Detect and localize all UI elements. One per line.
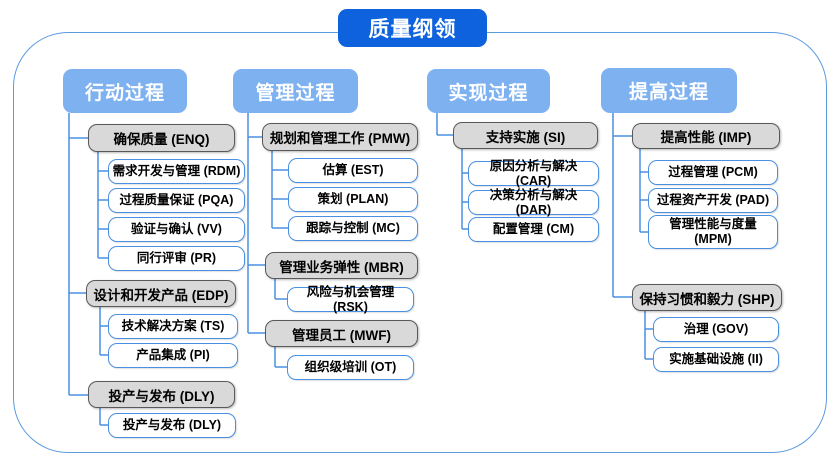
branch-management-process: 管理过程	[233, 69, 358, 113]
group-mbr: 管理业务弹性 (MBR)	[265, 252, 418, 279]
leaf-dly: 投产与发布 (DLY)	[108, 413, 236, 438]
leaf-pr: 同行评审 (PR)	[108, 246, 245, 271]
leaf-vv: 验证与确认 (VV)	[108, 217, 245, 242]
leaf-rdm: 需求开发与管理 (RDM)	[108, 159, 245, 184]
leaf-mc: 跟踪与控制 (MC)	[288, 216, 418, 241]
group-imp: 提高性能 (IMP)	[632, 123, 780, 149]
group-edp: 设计和开发产品 (EDP)	[86, 280, 236, 307]
leaf-pqa: 过程质量保证 (PQA)	[108, 188, 245, 213]
leaf-est: 估算 (EST)	[288, 158, 418, 183]
leaf-gov: 治理 (GOV)	[653, 317, 779, 342]
leaf-ot: 组织级培训 (OT)	[287, 355, 414, 380]
leaf-pi: 产品集成 (PI)	[108, 343, 238, 368]
group-mwf: 管理员工 (MWF)	[265, 320, 418, 347]
group-shp: 保持习惯和毅力 (SHP)	[632, 284, 782, 311]
branch-improvement-process: 提高过程	[601, 68, 737, 113]
group-si: 支持实施 (SI)	[453, 122, 598, 149]
leaf-cm: 配置管理 (CM)	[468, 217, 599, 242]
group-pmw: 规划和管理工作 (PMW)	[262, 123, 418, 151]
branch-realization-process: 实现过程	[427, 69, 550, 113]
leaf-rsk: 风险与机会管理 (RSK)	[287, 285, 414, 314]
leaf-dar: 决策分析与解决 (DAR)	[468, 188, 599, 217]
leaf-pcm: 过程管理 (PCM)	[648, 160, 778, 185]
leaf-plan: 策划 (PLAN)	[288, 187, 418, 212]
group-dly: 投产与发布 (DLY)	[88, 381, 235, 408]
branch-action-process: 行动过程	[63, 69, 187, 113]
leaf-car: 原因分析与解决 (CAR)	[468, 159, 599, 188]
root-node: 质量纲领	[338, 9, 487, 47]
leaf-pad: 过程资产开发 (PAD)	[648, 188, 778, 213]
leaf-ts: 技术解决方案 (TS)	[108, 314, 238, 339]
group-enq: 确保质量 (ENQ)	[88, 124, 235, 152]
leaf-ii: 实施基础设施 (II)	[653, 347, 779, 372]
leaf-mpm: 管理性能与度量 (MPM)	[648, 215, 778, 249]
